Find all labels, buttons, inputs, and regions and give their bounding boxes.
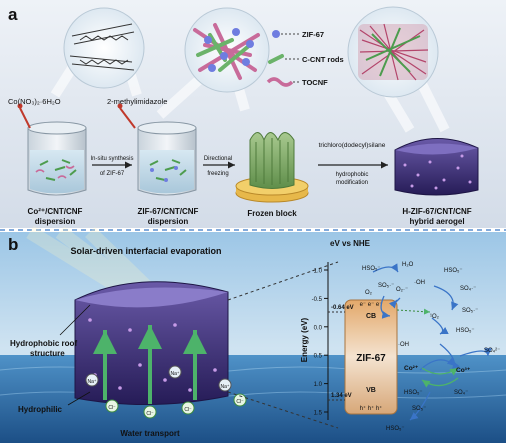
cb-label: CB bbox=[366, 313, 376, 320]
frozen-block-icon bbox=[235, 132, 309, 203]
water-uptake-arrows bbox=[93, 325, 207, 404]
species-oh-top: ·OH bbox=[414, 280, 425, 286]
hydrophilic-label: Hydrophilic bbox=[18, 405, 63, 414]
step-1-text-b: of ZIF-67 bbox=[100, 171, 125, 177]
aerogel-fiber-network-icon bbox=[358, 23, 429, 81]
legend-tocnf-icon bbox=[266, 77, 294, 87]
zif-band-box bbox=[344, 299, 398, 415]
stage-1-label: Co²⁺/CNT/CNF bbox=[28, 207, 83, 216]
hydrophilic-pointer-line bbox=[67, 391, 91, 406]
ion-cl-1: Cl⁻ bbox=[108, 405, 116, 411]
zif-cnt-network-icon bbox=[193, 23, 260, 80]
dropper-1-icon bbox=[19, 107, 31, 129]
stage-3-label: Frozen block bbox=[247, 209, 297, 218]
vb-label: VB bbox=[366, 387, 376, 394]
reagent-1: Co(NO₃)₂·6H₂O bbox=[8, 97, 61, 106]
hybrid-aerogel-icon bbox=[394, 138, 479, 196]
species-hso5-r1: HSO₅⁻ bbox=[444, 268, 463, 274]
species-o2-radical: O₂·⁻ bbox=[396, 287, 408, 293]
ion-na-3: Na⁺ bbox=[220, 384, 229, 390]
panel-b-label: b bbox=[8, 235, 18, 254]
species-so4-r1: SO₄·⁻ bbox=[460, 286, 476, 292]
species-hso5-bot: HSO₅⁻ bbox=[404, 390, 423, 396]
energy-tick-label: 0.5 bbox=[314, 354, 323, 360]
energy-tick-label: -1.0 bbox=[312, 269, 323, 275]
stage-1-label-b: dispersion bbox=[35, 217, 76, 226]
reagent-2: 2-methylimidazole bbox=[107, 97, 167, 106]
species-hso5-r3: HSO₅⁻ bbox=[456, 328, 475, 334]
ion-labels: Na⁺ Na⁺ Na⁺ Cl⁻ Cl⁻ Cl⁻ Cl⁻ bbox=[85, 365, 247, 419]
species-so5-b: SO₅⁻ bbox=[412, 406, 426, 412]
step-1-text: In-situ synthesis bbox=[90, 156, 133, 162]
electrons-label: e⁻ e⁻ e⁻ bbox=[360, 302, 383, 308]
step-2-text-b: freezing bbox=[207, 171, 228, 177]
species-co2: Co²⁺ bbox=[404, 365, 419, 372]
water-transport-label: Water transport bbox=[120, 429, 180, 438]
reaction-arrows bbox=[372, 263, 492, 421]
zoom-dash-top bbox=[227, 261, 339, 301]
roof-label-b: structure bbox=[30, 349, 65, 358]
ion-cl-4: Cl⁻ bbox=[236, 399, 244, 405]
species-co3: Co³⁺ bbox=[456, 367, 471, 374]
ion-cl-2: Cl⁻ bbox=[146, 411, 154, 417]
dropper-2-icon bbox=[119, 107, 136, 129]
holes-label: h⁺ h⁺ h⁺ bbox=[360, 405, 383, 412]
stage-2-label-b: dispersion bbox=[148, 217, 189, 226]
species-h2o: H₂O bbox=[402, 262, 414, 268]
step-3-text-c: modification bbox=[336, 180, 368, 186]
legend-ccnt-icon bbox=[268, 54, 284, 64]
roof-label: Hydrophobic roof bbox=[10, 339, 77, 348]
species-hso5-b2: HSO₅⁻ bbox=[386, 426, 405, 432]
energy-tick-label: 0.0 bbox=[314, 325, 323, 331]
drop-1-icon bbox=[17, 103, 23, 109]
species-so4-r4: SO₄²⁻ bbox=[484, 348, 500, 354]
zif-band-label: ZIF-67 bbox=[356, 353, 386, 364]
ion-cl-3: Cl⁻ bbox=[184, 407, 192, 413]
panel-b-title: Solar-driven interfacial evaporation bbox=[70, 246, 221, 256]
step-3-text: trichloro(dodecyl)silane bbox=[319, 142, 386, 149]
legend-tocnf: TOCNF bbox=[302, 78, 328, 87]
beaker-zif-dispersion bbox=[137, 121, 197, 196]
legend-zif: ZIF-67 bbox=[302, 30, 324, 39]
species-so4-bot: SO₄⁻ bbox=[454, 390, 468, 396]
zoom-dash-bottom bbox=[227, 391, 339, 429]
energy-tick-label: 1.5 bbox=[314, 411, 323, 417]
ion-na-2: Na⁺ bbox=[170, 371, 179, 377]
cobalt-cycle-arrows bbox=[421, 367, 459, 388]
drop-2-icon bbox=[117, 103, 123, 109]
stage-4-label-b: hybrid aerogel bbox=[409, 217, 464, 226]
nhe-label: eV vs NHE bbox=[330, 239, 371, 248]
step-3-text-b: hydrophobic bbox=[336, 172, 369, 178]
step-2-text: Directional bbox=[204, 156, 232, 162]
energy-tick-label: 1.0 bbox=[314, 382, 323, 388]
energy-axis-ticks: -1.0 -0.5 0.0 0.5 1.0 1.5 bbox=[312, 269, 328, 417]
energy-axis-title: Energy (eV) bbox=[300, 317, 309, 362]
species-1o2: ¹O₂ bbox=[430, 314, 440, 320]
panel-a-label: a bbox=[8, 5, 18, 24]
beaker-co-dispersion bbox=[27, 121, 87, 196]
reaction-network: HSO₅⁻ O₂ SO₅·⁻ O₂·⁻ H₂O ·OH HSO₅⁻ SO₄·⁻ … bbox=[362, 262, 500, 432]
species-oh-mid: ·OH bbox=[398, 342, 409, 348]
legend-ccnt: C-CNT rods bbox=[302, 55, 344, 64]
cnt-zoom-bubble bbox=[63, 7, 145, 89]
ion-na-1: Na⁺ bbox=[87, 379, 96, 385]
roof-pointer-line bbox=[59, 304, 91, 336]
cnt-tube-icon bbox=[69, 23, 135, 71]
species-so5-r2: SO₅·⁻ bbox=[462, 308, 478, 314]
species-so5: SO₅·⁻ bbox=[378, 283, 394, 289]
cb-value: -0.64 eV bbox=[331, 305, 354, 311]
species-hso5-top: HSO₅⁻ bbox=[362, 266, 381, 272]
legend-zif-icon bbox=[272, 30, 280, 38]
species-o2: O₂ bbox=[365, 290, 373, 296]
vb-value: 1.34 eV bbox=[331, 393, 352, 399]
panel-a-legend: ZIF-67 C-CNT rods TOCNF bbox=[266, 30, 344, 87]
stage-4-label: H-ZIF-67/CNT/CNF bbox=[402, 207, 471, 216]
energy-tick-label: -0.5 bbox=[312, 297, 323, 303]
stage-2-label: ZIF-67/CNT/CNF bbox=[138, 207, 199, 216]
